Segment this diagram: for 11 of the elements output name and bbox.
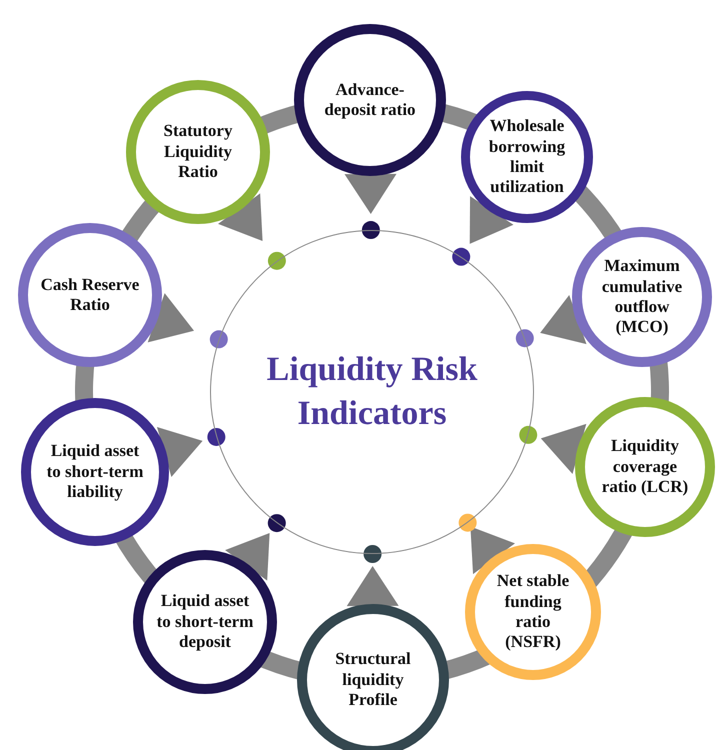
indicator-label: Maximum cumulative outflow (MCO)	[600, 256, 684, 338]
title-text: Liquidity Risk Indicators	[266, 350, 478, 434]
indicator-label: Structural liquidity Profile	[334, 649, 412, 711]
indicator-label: Advance-deposit ratio	[323, 80, 417, 120]
indicator-label: Net stable funding ratio (NSFR)	[496, 571, 570, 653]
indicator-label: Cash Reserve Ratio	[40, 274, 140, 316]
indicator-label: Liquidity coverage ratio (LCR)	[600, 436, 690, 498]
indicator-label: Statutory Liquidity Ratio	[162, 121, 234, 183]
indicator-label: Wholesale borrowing limit utilization	[488, 116, 566, 198]
indicator-label: Liquid asset to short-term liability	[46, 441, 144, 503]
indicator-label: Liquid asset to short-term deposit	[156, 591, 254, 653]
